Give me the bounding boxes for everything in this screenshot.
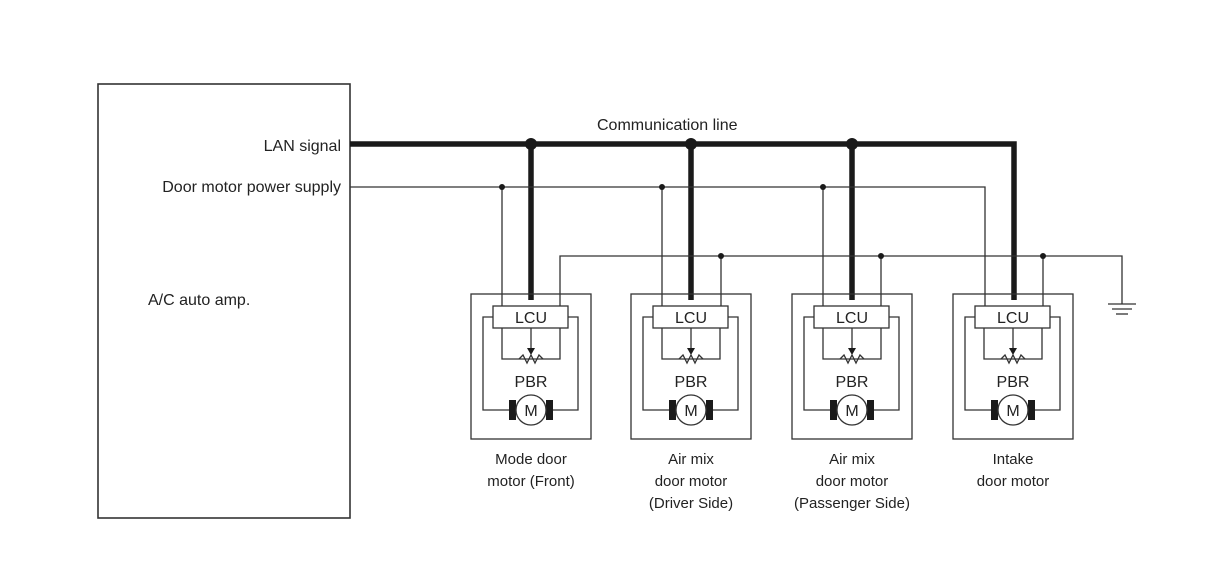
motor-wiring-right <box>713 316 739 411</box>
power-node-3 <box>820 184 826 190</box>
motor-brush-left-icon <box>830 400 837 420</box>
motor-unit-3: LCU PBR M Air mix door motor (Passenger Side) <box>791 293 913 512</box>
motor-units: LCU PBR M Mode door motor (Front) LCU PBR M Air … <box>470 293 1074 512</box>
pbr-wiper-arrow-icon <box>687 348 695 355</box>
motor-wiring-left <box>803 316 830 411</box>
motor-wiring-right <box>553 316 579 411</box>
pbr-label: PBR <box>675 374 708 391</box>
lcu-label: LCU <box>515 310 547 327</box>
motor-icon <box>997 394 1029 426</box>
door-motor-power-supply-label: Door motor power supply <box>162 179 341 196</box>
ac-auto-amp: A/C auto amp. LAN signal Door motor powe… <box>97 83 351 519</box>
ac-auto-amp-box <box>97 83 351 519</box>
ground-icon <box>1108 303 1136 315</box>
motor-label: M <box>845 403 858 420</box>
motor-caption-line: Air mix <box>668 451 714 468</box>
motor-unit-frame <box>630 293 752 440</box>
motor-brush-right-icon <box>867 400 874 420</box>
motor-caption-line: Air mix <box>829 451 875 468</box>
motor-unit-frame <box>791 293 913 440</box>
pbr-wiring <box>661 328 721 360</box>
lan-bus-main <box>350 141 1017 300</box>
motor-wiring-right <box>1035 316 1061 411</box>
pbr-wiring <box>501 328 561 360</box>
motor-brush-right-icon <box>1028 400 1035 420</box>
motor-wiring-left <box>964 316 991 411</box>
motor-wiring-right <box>874 316 900 411</box>
motor-unit-2: LCU PBR M Air mix door motor (Driver Side) <box>630 293 752 512</box>
pbr-label: PBR <box>515 374 548 391</box>
ground-line-main <box>559 255 1123 306</box>
motor-unit-frame <box>470 293 592 440</box>
lcu-label: LCU <box>836 310 868 327</box>
ground-node-2 <box>718 253 724 259</box>
motor-icon <box>515 394 547 426</box>
communication-line-label: Communication line <box>597 117 738 134</box>
power-node-2 <box>659 184 665 190</box>
pbr-label: PBR <box>997 374 1030 391</box>
lan-node-2 <box>685 138 697 150</box>
motor-caption-line: Mode door <box>495 451 567 468</box>
motor-caption-line: door motor <box>655 473 728 490</box>
motor-label: M <box>1006 403 1019 420</box>
motor-caption-line: (Driver Side) <box>649 495 733 512</box>
motor-caption-line: door motor <box>977 473 1050 490</box>
motor-brush-right-icon <box>546 400 553 420</box>
pbr-wiper-arrow-icon <box>527 348 535 355</box>
motor-icon <box>836 394 868 426</box>
motor-wiring-left <box>642 316 669 411</box>
lcu-label: LCU <box>675 310 707 327</box>
motor-unit-1: LCU PBR M Mode door motor (Front) <box>470 293 592 490</box>
lan-bus <box>350 138 1017 300</box>
motor-caption-line: motor (Front) <box>487 473 575 490</box>
power-node-1 <box>499 184 505 190</box>
power-supply-line <box>350 184 986 306</box>
motor-caption-line: (Passenger Side) <box>794 495 910 512</box>
motor-unit-4: LCU PBR M Intake door motor <box>952 293 1074 490</box>
motor-caption-line: Intake <box>993 451 1034 468</box>
motor-brush-left-icon <box>509 400 516 420</box>
lan-node-1 <box>525 138 537 150</box>
motor-label: M <box>524 403 537 420</box>
ground-line <box>559 253 1136 315</box>
motor-caption-line: door motor <box>816 473 889 490</box>
motor-label: M <box>684 403 697 420</box>
pbr-label: PBR <box>836 374 869 391</box>
power-line-main <box>350 186 986 306</box>
lan-node-3 <box>846 138 858 150</box>
ac-auto-amp-label: A/C auto amp. <box>148 292 250 309</box>
lan-signal-label: LAN signal <box>264 138 341 155</box>
lcu-label: LCU <box>997 310 1029 327</box>
pbr-wiring <box>983 328 1043 360</box>
motor-brush-left-icon <box>991 400 998 420</box>
motor-brush-right-icon <box>706 400 713 420</box>
ground-node-4 <box>1040 253 1046 259</box>
motor-brush-left-icon <box>669 400 676 420</box>
pbr-wiper-arrow-icon <box>1009 348 1017 355</box>
pbr-wiring <box>822 328 882 360</box>
pbr-wiper-arrow-icon <box>848 348 856 355</box>
motor-icon <box>675 394 707 426</box>
ground-node-3 <box>878 253 884 259</box>
motor-unit-frame <box>952 293 1074 440</box>
motor-wiring-left <box>482 316 509 411</box>
